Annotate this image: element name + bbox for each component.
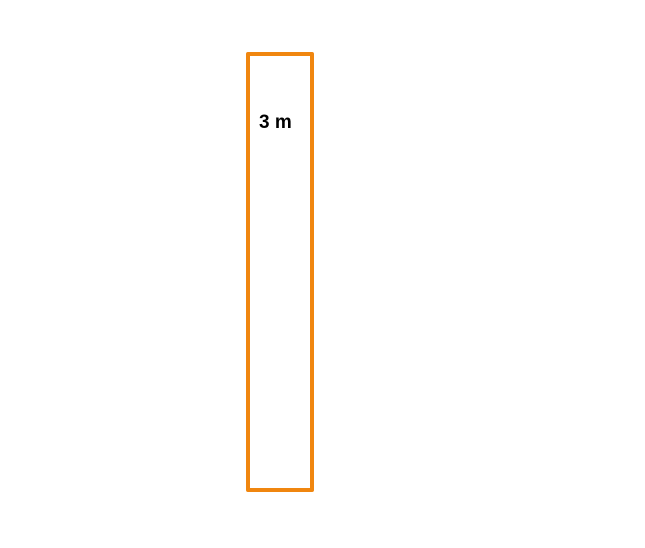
dimension-label: 3 m [259, 112, 292, 133]
rectangle-outline [246, 52, 314, 492]
